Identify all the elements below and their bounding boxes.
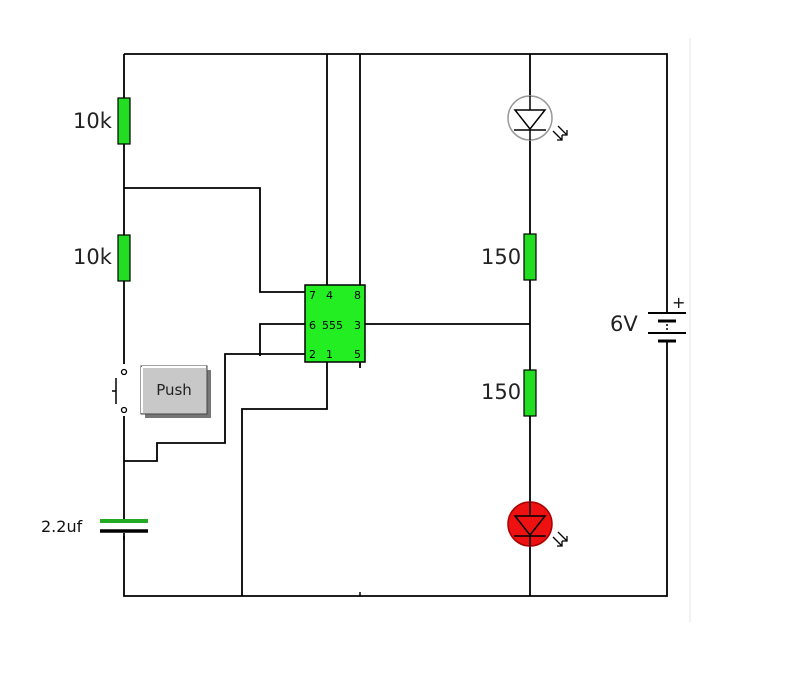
led-bottom[interactable] [507, 501, 568, 547]
wire-pin7 [124, 187, 305, 293]
wire-pin1 [241, 362, 328, 596]
pin-6-label: 6 [309, 319, 316, 332]
pin-8-label: 8 [354, 289, 361, 302]
led-bottom-light-arrows-icon [552, 531, 568, 547]
resistor-mid-left-label: 10k [73, 245, 113, 269]
pin-7-label: 7 [309, 289, 316, 302]
battery-plus-label: + [672, 293, 685, 312]
wire-pin6 [259, 323, 305, 356]
pin-2-label: 2 [309, 348, 316, 361]
switch-gap [120, 364, 129, 416]
resistor-top-right[interactable]: 150 [481, 233, 537, 281]
resistor-top-left[interactable]: 10k [73, 97, 131, 145]
wire-pin2 [124, 353, 305, 462]
resistor-top-left-label: 10k [73, 109, 113, 133]
pin-4-label: 4 [326, 289, 333, 302]
resistor-body[interactable] [523, 369, 537, 417]
resistor-top-right-label: 150 [481, 245, 521, 269]
pin-1-label: 1 [326, 348, 333, 361]
wires [123, 53, 668, 597]
capacitor[interactable]: 2.2uf [41, 512, 148, 540]
led-top[interactable] [507, 95, 568, 141]
capacitor-label: 2.2uf [41, 517, 83, 536]
ic-555[interactable]: 7 4 8 6 555 3 2 1 5 [304, 284, 366, 363]
ic-label: 555 [322, 319, 343, 332]
resistor-body[interactable] [117, 234, 131, 282]
pin-3-label: 3 [354, 319, 361, 332]
resistor-bottom-right[interactable]: 150 [481, 369, 537, 417]
led-top-light-arrows-icon [552, 125, 568, 141]
resistor-body[interactable] [523, 233, 537, 281]
ic-body[interactable] [304, 284, 366, 363]
resistor-body[interactable] [117, 97, 131, 145]
outer-wire [123, 53, 668, 597]
pin-5-label: 5 [354, 348, 361, 361]
battery-label: 6V [610, 312, 638, 336]
resistor-mid-left[interactable]: 10k [73, 234, 131, 282]
push-switch-symbol [112, 364, 129, 416]
push-button[interactable]: Push [140, 365, 211, 418]
resistor-bottom-right-label: 150 [481, 380, 521, 404]
push-button-label: Push [156, 381, 192, 399]
battery[interactable]: + 6V [610, 293, 688, 350]
